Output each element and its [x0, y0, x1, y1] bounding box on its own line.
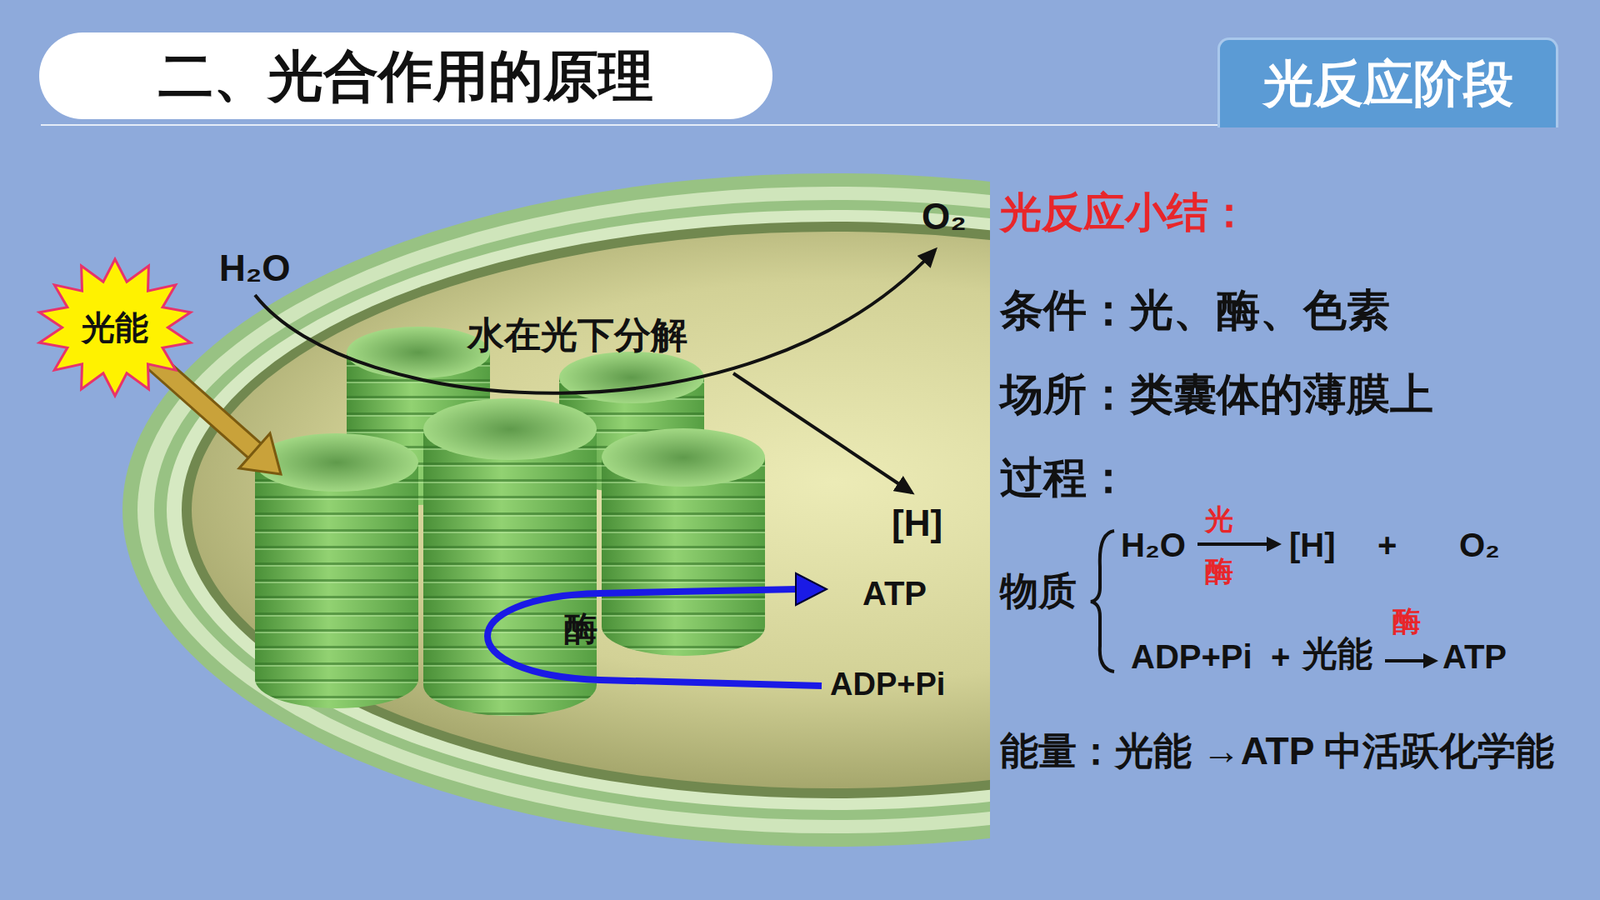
inner-membrane [154, 200, 990, 820]
granum [601, 428, 765, 656]
reaction-arrow [1385, 653, 1439, 669]
title-text: 二、光合作用的原理 [158, 48, 654, 104]
summary-line: 场所：类囊体的薄膜上 [1000, 372, 1434, 416]
light-burst: 光能 [35, 256, 195, 399]
reaction-arrow [1197, 536, 1282, 552]
process-label: 水在光下分解 [467, 316, 688, 354]
granum [423, 398, 597, 716]
membrane-stripe [166, 210, 990, 810]
formula-label: H₂O [219, 250, 291, 287]
equation-term: + [1270, 640, 1290, 674]
equation-term: ATP [1442, 640, 1507, 674]
equation-condition: 光 [1205, 505, 1234, 534]
equation-term: [H] [1289, 528, 1336, 562]
formula-label: ADP+Pi [830, 668, 945, 700]
equation-term: + [1377, 528, 1397, 562]
stroma [191, 231, 990, 789]
stroma-edge [181, 221, 990, 799]
summary-line: 物质 [1000, 571, 1077, 610]
equation-term: O₂ [1459, 528, 1500, 562]
summary-line: 能量：光能 →ATP 中活跃化学能 [1000, 731, 1555, 770]
formula-label: [H] [891, 505, 943, 542]
equation-condition: 酶 [1392, 606, 1421, 635]
formula-label: O₂ [921, 198, 967, 235]
water-split-arrow [255, 250, 935, 394]
node-text: 光反应阶段 [1263, 59, 1514, 110]
equation-term: 光能 [1302, 636, 1373, 672]
chloroplast [122, 173, 990, 847]
grana [255, 326, 765, 716]
outer-membrane [122, 173, 990, 847]
formula-label: ATP [862, 576, 927, 610]
light-arrow [145, 354, 281, 475]
atp-cycle-arrow [487, 573, 827, 686]
starburst-outline [39, 259, 190, 396]
summary-heading: 光反应小结： [1000, 191, 1250, 234]
brace [1090, 530, 1115, 672]
title-pill: 二、光合作用的原理 [39, 32, 773, 120]
membrane-stripe [137, 186, 990, 834]
node-text: 光能 [81, 310, 149, 345]
stage-tab: 光反应阶段 [1217, 37, 1559, 128]
equation-term: ADP+Pi [1130, 640, 1253, 674]
summary-line: 过程： [1000, 455, 1130, 500]
enzyme-label: 酶 [564, 611, 598, 645]
summary-line: 条件：光、酶、色素 [1000, 288, 1390, 332]
hydrogen-arrow [733, 373, 912, 493]
equation-condition: 酶 [1205, 556, 1234, 585]
equation-term: H₂O [1120, 528, 1186, 562]
title-rule [40, 124, 1218, 126]
